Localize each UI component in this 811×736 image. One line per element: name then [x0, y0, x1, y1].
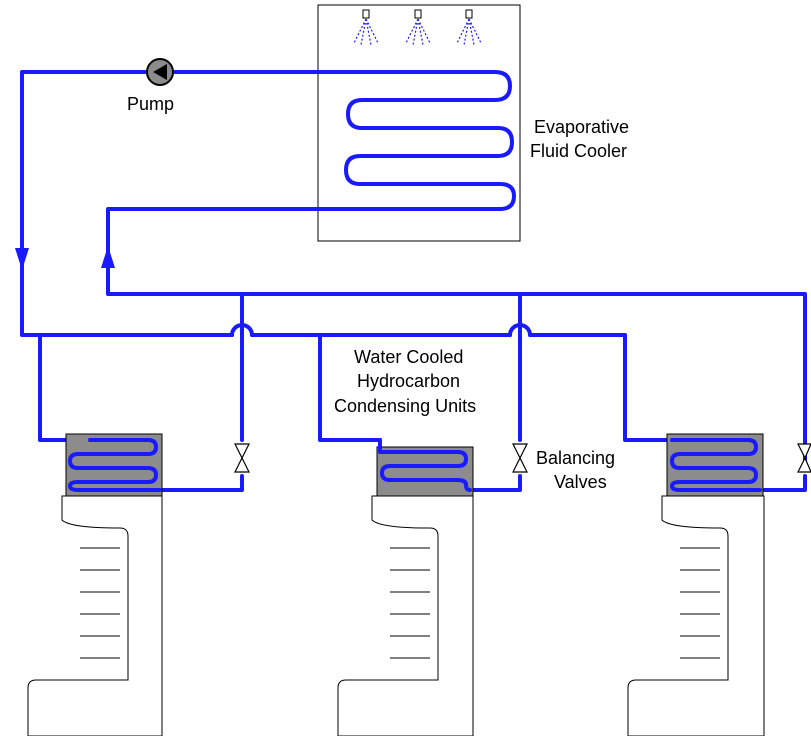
condensing-unit-coil: [376, 438, 474, 498]
pump-label: Pump: [127, 94, 174, 114]
balancing-valve-icon: [234, 443, 250, 473]
cooler-label-line1: Evaporative: [534, 117, 629, 137]
balancing-valve-icon: [512, 443, 528, 473]
units-label-line1: Water Cooled: [354, 347, 463, 367]
spray-nozzle-icon: [405, 9, 431, 46]
condensing-unit-cabinet: [27, 495, 163, 736]
flow-arrow-up-icon: [101, 246, 115, 268]
pump-icon: [146, 58, 174, 86]
main-loop-pipe: [20, 70, 807, 464]
valves-label-line2: Valves: [554, 472, 607, 492]
units-label-line2: Hydrocarbon: [357, 371, 460, 391]
spray-nozzle-icon: [353, 9, 379, 46]
condensing-unit-coil: [666, 433, 764, 497]
condensing-unit-cabinet: [337, 495, 474, 736]
valves-label-line1: Balancing: [536, 448, 615, 468]
unit-3-pipe: [758, 474, 807, 492]
units-label-line3: Condensing Units: [334, 396, 476, 416]
condensing-unit-coil: [65, 433, 163, 497]
condensing-unit-cabinet: [627, 495, 765, 736]
balancing-valve-icon: [797, 443, 811, 473]
unit-2-pipe: [318, 292, 522, 492]
spray-nozzle-icon: [456, 9, 482, 46]
cooler-label-line2: Fluid Cooler: [530, 141, 627, 161]
flow-arrow-down-icon: [15, 248, 29, 270]
